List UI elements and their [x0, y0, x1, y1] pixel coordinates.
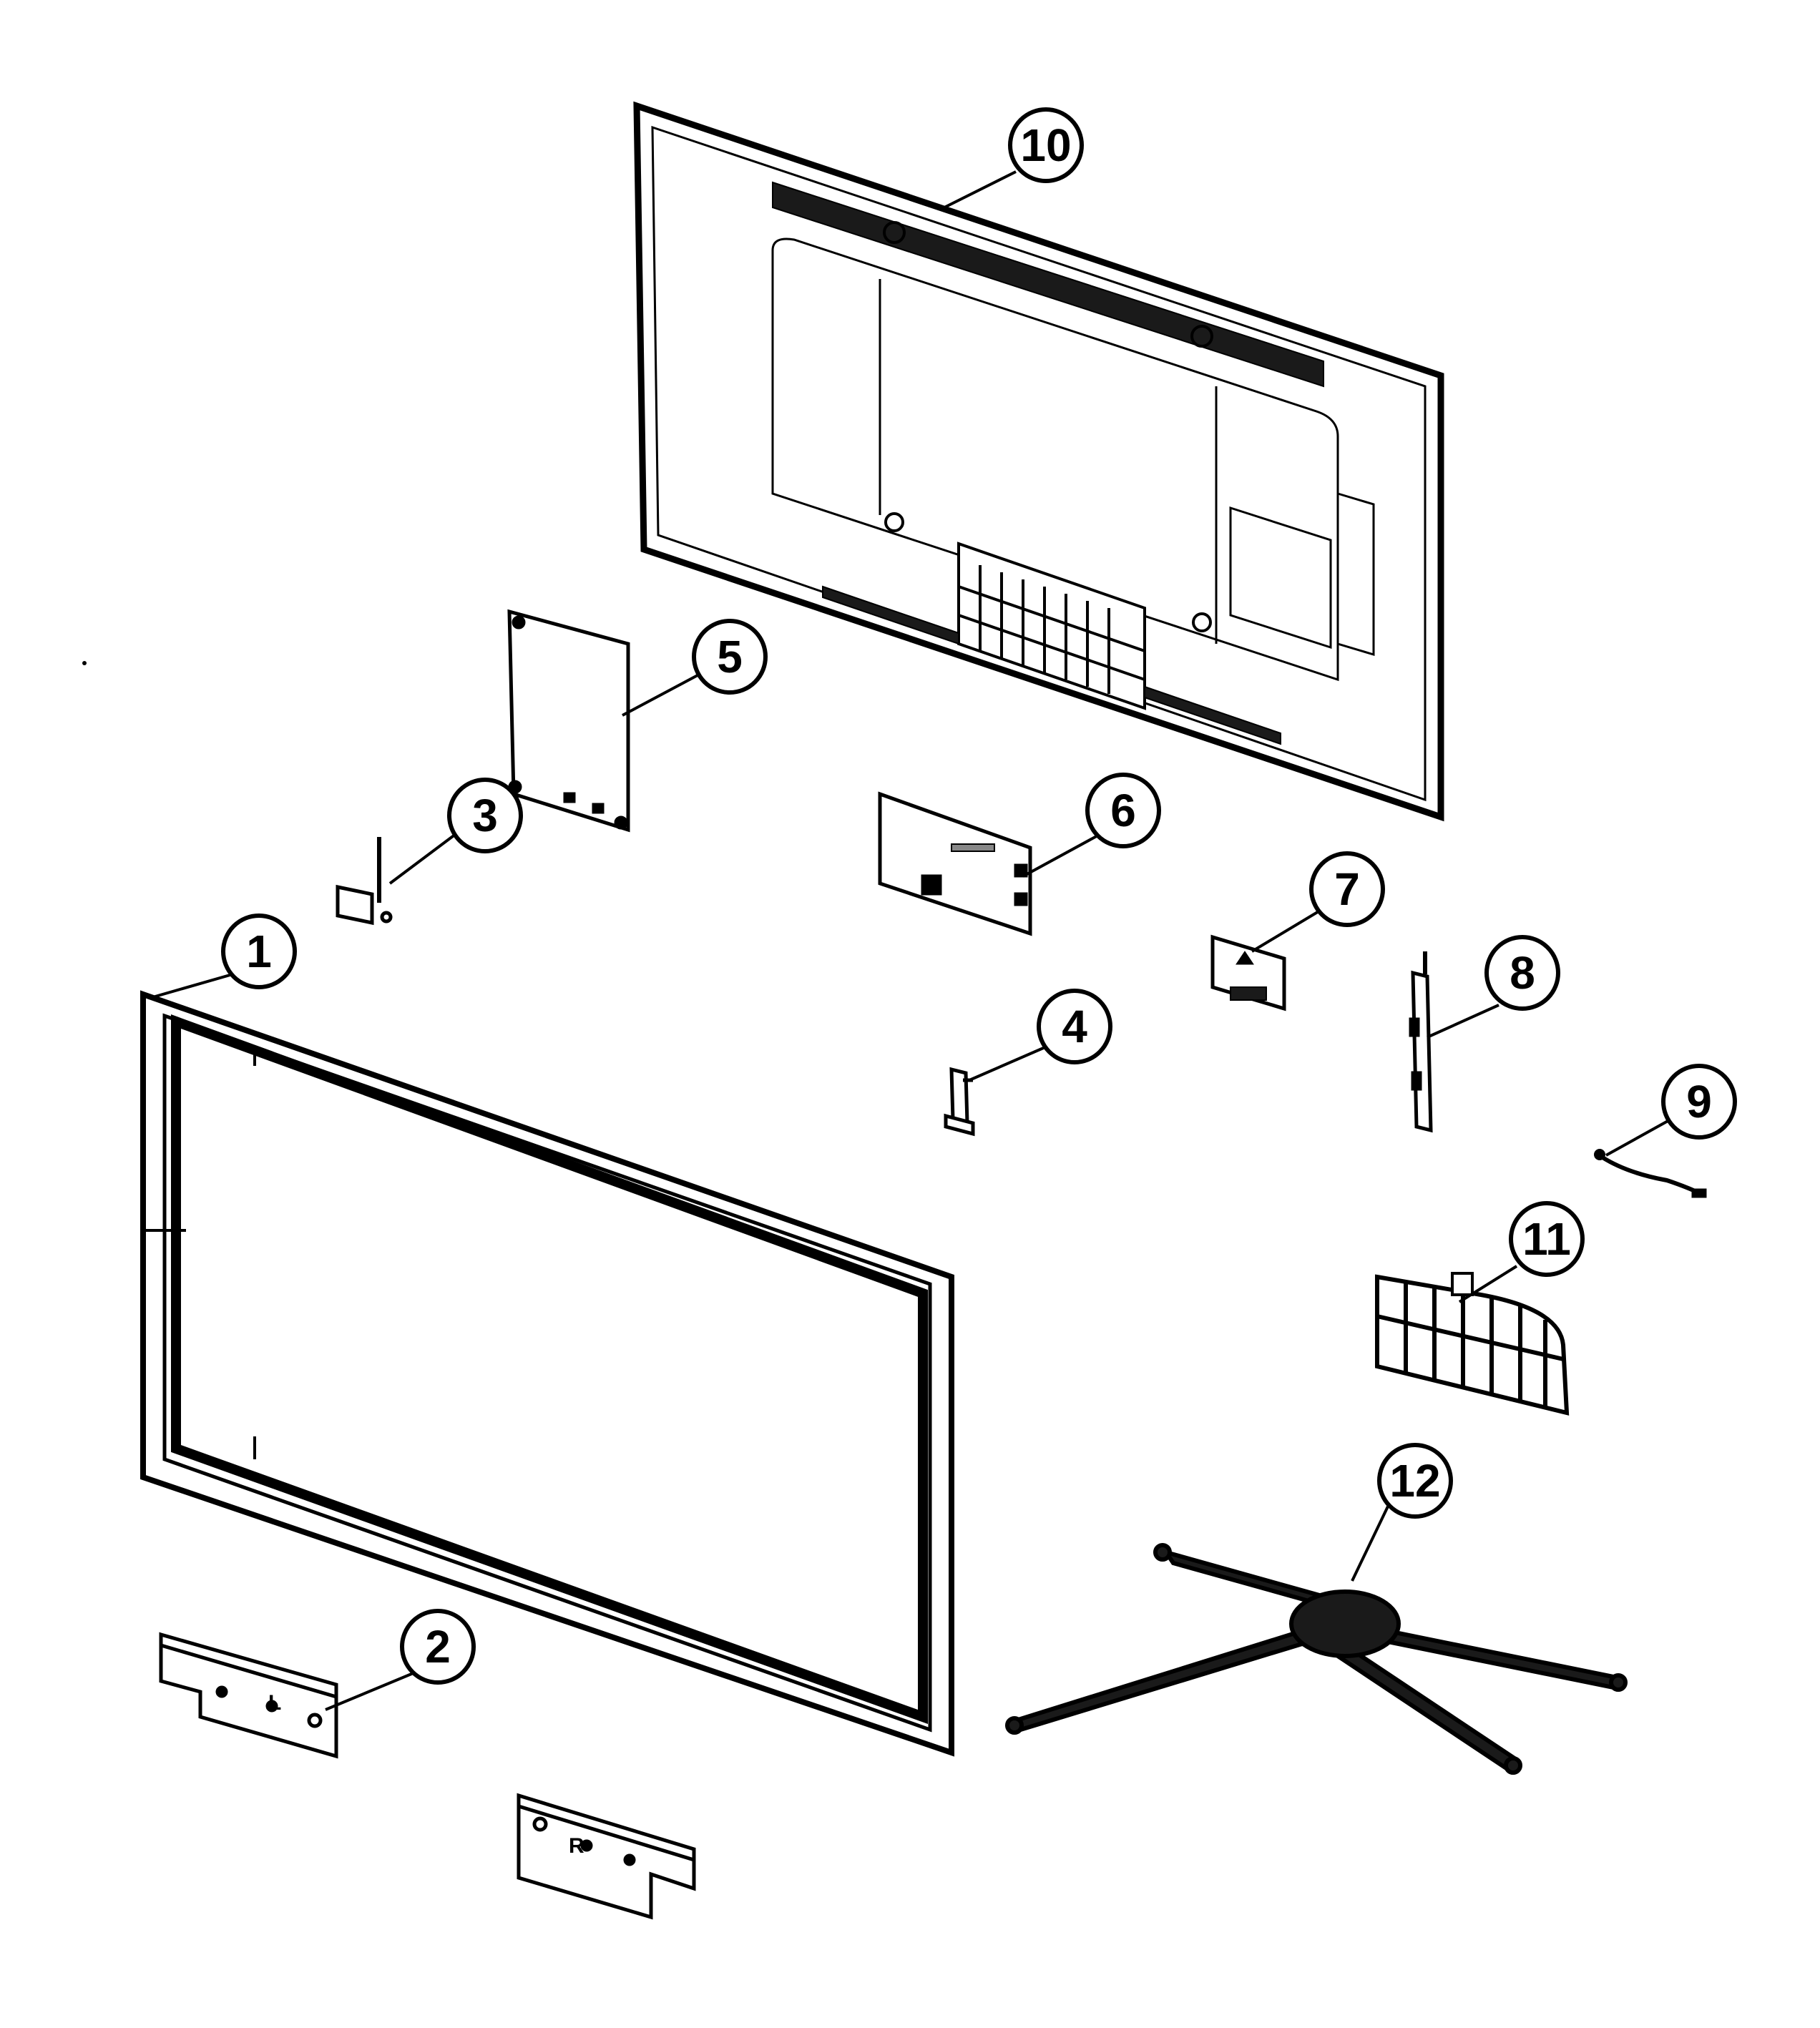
callout-12-label: 12 — [1389, 1455, 1440, 1507]
bracket-left-letter: L — [268, 1691, 281, 1715]
part-6-main-board — [878, 791, 1032, 936]
callout-7-label: 7 — [1334, 863, 1360, 915]
part-1-front-panel — [140, 990, 954, 1757]
part-12-stand-base — [1005, 1543, 1628, 1775]
callout-3-label: 3 — [472, 790, 498, 841]
callout-3: 3 — [447, 778, 523, 853]
callout-10: 10 — [1008, 107, 1084, 183]
callout-10-label: 10 — [1020, 119, 1071, 171]
stray-dot — [82, 661, 87, 665]
callout-8: 8 — [1484, 935, 1560, 1011]
part-2-bracket-left: L — [159, 1632, 338, 1759]
callout-5: 5 — [692, 619, 768, 695]
callout-6-label: 6 — [1110, 785, 1136, 836]
bracket-right-letter: R — [569, 1834, 584, 1858]
callout-12: 12 — [1377, 1443, 1453, 1519]
callout-4-label: 4 — [1062, 1001, 1087, 1052]
callout-2: 2 — [400, 1609, 476, 1685]
part-10-stand-socket — [957, 542, 1146, 710]
part-11-stand-neck — [1375, 1272, 1570, 1416]
callout-leaders — [150, 170, 1671, 1711]
callout-11-label: 11 — [1522, 1213, 1571, 1265]
part-2-bracket-right: R — [517, 1793, 696, 1920]
part-8-strip — [1409, 951, 1433, 1133]
callout-1: 1 — [221, 913, 297, 989]
callout-6: 6 — [1085, 773, 1161, 848]
callout-11: 11 — [1509, 1201, 1585, 1277]
callout-2-label: 2 — [425, 1621, 451, 1672]
callout-4: 4 — [1037, 989, 1112, 1064]
callout-8-label: 8 — [1510, 947, 1535, 999]
part-7-module — [1210, 934, 1286, 1011]
part-4-small-part — [944, 1067, 975, 1137]
callout-1-label: 1 — [246, 926, 272, 977]
callout-7: 7 — [1309, 851, 1385, 927]
part-10-rear-cover — [633, 101, 1444, 822]
callout-5-label: 5 — [717, 631, 743, 682]
part-9-cable — [1594, 1149, 1707, 1198]
callout-9-label: 9 — [1686, 1076, 1712, 1127]
part-5-board — [507, 609, 630, 833]
callout-9: 9 — [1661, 1064, 1737, 1140]
part-3-small-bracket — [336, 837, 393, 926]
